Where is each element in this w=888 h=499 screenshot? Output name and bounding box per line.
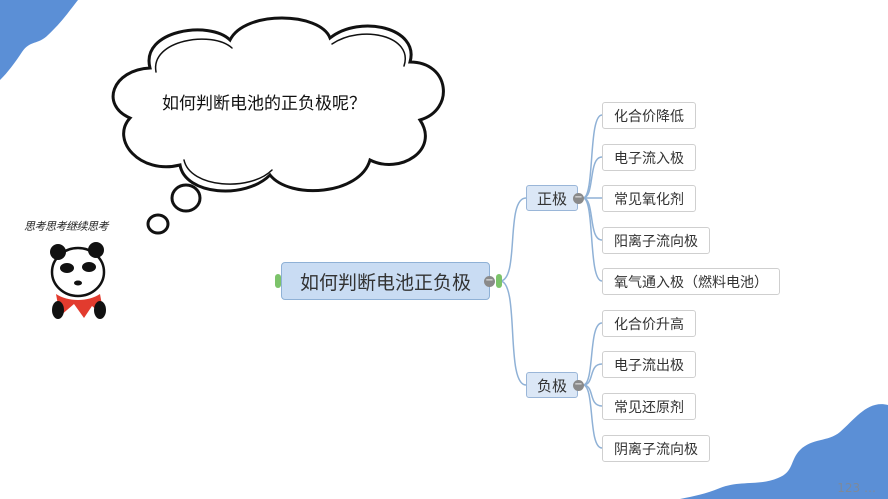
- negative-collapse-icon[interactable]: −: [573, 379, 584, 391]
- leaf-positive-5[interactable]: 氧气通入极（燃料电池）: [602, 268, 780, 295]
- panda-caption: 思考思考继续思考: [24, 220, 109, 233]
- leaf-negative-4[interactable]: 阴离子流向极: [602, 435, 710, 462]
- leaf-negative-1[interactable]: 化合价升高: [602, 310, 696, 337]
- branch-negative[interactable]: 负极: [526, 372, 578, 398]
- root-topic[interactable]: 如何判断电池正负极: [281, 262, 490, 300]
- leaf-positive-1[interactable]: 化合价降低: [602, 102, 696, 129]
- leaf-positive-3[interactable]: 常见氧化剂: [602, 185, 696, 212]
- positive-collapse-icon[interactable]: −: [573, 192, 584, 204]
- leaf-negative-2[interactable]: 电子流出极: [602, 351, 696, 378]
- root-right-handle[interactable]: [496, 274, 502, 288]
- thought-cloud-text: 如何判断电池的正负极呢？: [162, 94, 366, 114]
- panda-illustration: [50, 242, 106, 319]
- leaf-negative-3[interactable]: 常见还原剂: [602, 393, 696, 420]
- leaf-positive-2[interactable]: 电子流入极: [602, 144, 696, 171]
- branch-positive[interactable]: 正极: [526, 185, 578, 211]
- root-left-handle[interactable]: [275, 274, 281, 288]
- watermark: 123 …: [837, 481, 876, 495]
- leaf-positive-4[interactable]: 阳离子流向极: [602, 227, 710, 254]
- root-collapse-icon[interactable]: −: [484, 275, 495, 287]
